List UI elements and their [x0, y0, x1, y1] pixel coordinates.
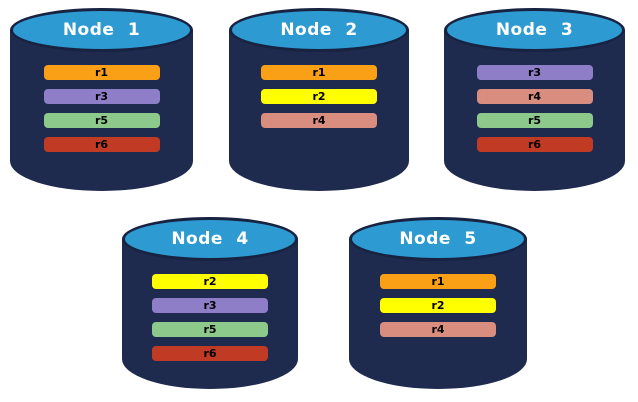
replica-label: r6 [94, 138, 109, 151]
replica-label: r5 [527, 114, 542, 127]
node-label: Node 5 [399, 229, 477, 249]
node-5: Node 5 r1 r2 r4 [349, 217, 527, 389]
cylinder-top: Node 1 [10, 8, 193, 52]
replica-bar-r5: r5 [152, 322, 268, 337]
cylinder-body [349, 239, 527, 389]
replica-bar-r6: r6 [43, 137, 160, 152]
node-label: Node 3 [495, 20, 574, 40]
replica-bar-r2: r2 [152, 274, 268, 289]
replica-label: r3 [203, 299, 217, 312]
replica-label: r6 [203, 347, 217, 360]
cylinder-top: Node 2 [229, 8, 409, 52]
replica-bar-r2: r2 [380, 298, 496, 313]
node-label: Node 2 [280, 20, 358, 40]
replica-label: r6 [527, 138, 542, 151]
cylinder-body [229, 30, 409, 191]
replica-bar-r3: r3 [152, 298, 268, 313]
node-label: Node 1 [62, 20, 141, 40]
replica-bar-r1: r1 [43, 65, 160, 80]
node-2: Node 2 r1 r2 r4 [229, 8, 409, 191]
replica-bar-r5: r5 [43, 113, 160, 128]
replica-label: r4 [312, 114, 326, 127]
replica-bar-r3: r3 [476, 65, 593, 80]
replica-label: r1 [431, 275, 445, 288]
cylinder-body [122, 239, 298, 389]
replica-label: r2 [203, 275, 217, 288]
cylinder-top: Node 3 [444, 8, 625, 52]
replica-bar-r5: r5 [476, 113, 593, 128]
replica-label: r1 [312, 66, 326, 79]
replica-label: r3 [527, 66, 542, 79]
replica-label: r5 [94, 114, 109, 127]
replica-bar-list: r1 r2 r4 [349, 274, 527, 337]
cylinder-body [10, 30, 193, 191]
replica-bar-list: r1 r2 r4 [229, 65, 409, 128]
node-4: Node 4 r2 r3 r5 r6 [122, 217, 298, 389]
cylinder-top: Node 4 [122, 217, 298, 261]
replica-bar-r2: r2 [261, 89, 377, 104]
replica-label: r3 [94, 90, 109, 103]
replica-label: r1 [94, 66, 109, 79]
replica-label: r4 [431, 323, 445, 336]
replica-label: r2 [312, 90, 326, 103]
replica-bar-r6: r6 [152, 346, 268, 361]
node-label: Node 4 [171, 229, 249, 249]
replica-bar-r4: r4 [476, 89, 593, 104]
replica-bar-r3: r3 [43, 89, 160, 104]
replica-bar-r4: r4 [261, 113, 377, 128]
node-1: Node 1 r1 r3 r5 r6 [10, 8, 193, 191]
replica-label: r4 [527, 90, 542, 103]
replica-bar-r4: r4 [380, 322, 496, 337]
replica-bar-list: r3 r4 r5 r6 [444, 65, 625, 152]
replica-bar-r6: r6 [476, 137, 593, 152]
replica-bar-r1: r1 [261, 65, 377, 80]
replica-bar-r1: r1 [380, 274, 496, 289]
replica-bar-list: r2 r3 r5 r6 [122, 274, 298, 361]
node-3: Node 3 r3 r4 r5 r6 [444, 8, 625, 191]
cylinder-top: Node 5 [349, 217, 527, 261]
replica-bar-list: r1 r3 r5 r6 [10, 65, 193, 152]
replica-label: r5 [203, 323, 217, 336]
cylinder-body [444, 30, 625, 191]
replica-label: r2 [431, 299, 445, 312]
